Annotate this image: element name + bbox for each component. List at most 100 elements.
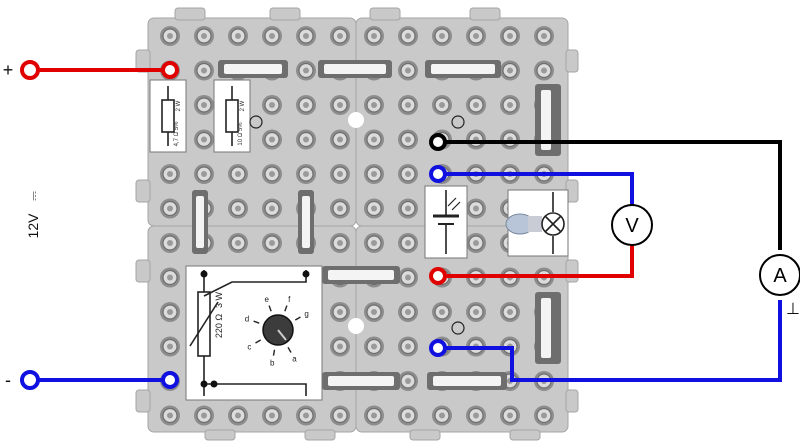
socket[interactable] [500,60,520,81]
socket[interactable] [398,336,418,357]
socket[interactable] [330,405,350,426]
socket[interactable] [194,95,214,115]
socket[interactable] [262,198,282,219]
socket[interactable] [160,302,180,322]
socket[interactable] [432,95,452,115]
socket[interactable] [330,26,350,46]
socket[interactable] [262,405,282,426]
socket[interactable] [534,26,554,46]
socket[interactable] [330,302,350,322]
supply-plus-terminal[interactable] [20,60,40,80]
socket[interactable] [398,267,418,288]
socket[interactable] [466,26,486,46]
photocell-module[interactable] [424,185,468,259]
socket[interactable] [466,198,486,219]
socket[interactable] [296,405,316,426]
socket[interactable] [296,26,316,46]
socket[interactable] [330,233,350,253]
socket[interactable] [228,233,248,253]
resistor-1[interactable]: 2 W 4,7 Ω 5% [149,79,187,153]
socket[interactable] [262,233,282,253]
socket[interactable] [398,129,418,150]
lamp-module[interactable] [505,189,569,257]
voltmeter[interactable]: V [611,204,653,246]
socket[interactable] [398,371,418,391]
ammeter[interactable]: A [759,254,800,296]
socket[interactable] [466,302,486,322]
plug-head-red[interactable] [429,267,447,285]
socket[interactable] [364,233,384,253]
socket[interactable] [466,233,486,253]
socket[interactable] [160,26,180,46]
pot-power: 3 W [214,292,224,309]
socket[interactable] [296,164,316,184]
light-arrows-icon [447,197,461,211]
socket[interactable] [330,336,350,357]
socket[interactable] [194,26,214,46]
socket[interactable] [500,95,520,115]
socket[interactable] [500,129,520,150]
socket[interactable] [534,60,554,81]
supply-minus-terminal[interactable] [20,370,40,390]
socket[interactable] [500,405,520,426]
socket[interactable] [364,198,384,219]
socket[interactable] [398,233,418,253]
plug-head-blue[interactable] [161,371,179,389]
socket[interactable] [466,129,486,150]
socket[interactable] [466,95,486,115]
socket[interactable] [432,26,452,46]
socket[interactable] [500,302,520,322]
socket[interactable] [160,233,180,253]
socket[interactable] [364,129,384,150]
socket[interactable] [432,302,452,322]
plug-head-black[interactable] [429,133,447,151]
socket[interactable] [160,336,180,357]
socket[interactable] [364,95,384,115]
socket[interactable] [364,302,384,322]
socket[interactable] [228,26,248,46]
socket[interactable] [432,405,452,426]
socket[interactable] [330,164,350,184]
socket[interactable] [364,405,384,426]
socket[interactable] [398,95,418,115]
socket[interactable] [262,129,282,150]
socket[interactable] [194,129,214,150]
socket[interactable] [194,60,214,81]
plug-head-blue[interactable] [429,339,447,357]
socket[interactable] [500,26,520,46]
socket[interactable] [228,164,248,184]
socket[interactable] [262,95,282,115]
socket[interactable] [296,129,316,150]
socket[interactable] [160,198,180,219]
socket[interactable] [160,405,180,426]
socket[interactable] [398,405,418,426]
socket[interactable] [534,405,554,426]
socket[interactable] [160,164,180,184]
socket[interactable] [296,95,316,115]
socket[interactable] [466,405,486,426]
plug-head-red[interactable] [161,61,179,79]
socket[interactable] [364,164,384,184]
socket[interactable] [398,198,418,219]
socket[interactable] [330,95,350,115]
socket[interactable] [296,60,316,81]
socket[interactable] [398,302,418,322]
socket[interactable] [194,405,214,426]
socket[interactable] [194,164,214,184]
socket[interactable] [330,129,350,150]
socket[interactable] [398,60,418,81]
pot-value: 220 Ω [214,314,224,339]
socket[interactable] [160,267,180,288]
plug-head-blue[interactable] [429,165,447,183]
socket[interactable] [398,26,418,46]
resistor-2[interactable]: 2 W 10 Ω 5% [213,79,251,153]
socket[interactable] [228,405,248,426]
socket[interactable] [330,198,350,219]
socket[interactable] [262,26,282,46]
socket[interactable] [398,164,418,184]
socket[interactable] [228,198,248,219]
socket[interactable] [364,26,384,46]
socket[interactable] [364,336,384,357]
socket[interactable] [262,164,282,184]
